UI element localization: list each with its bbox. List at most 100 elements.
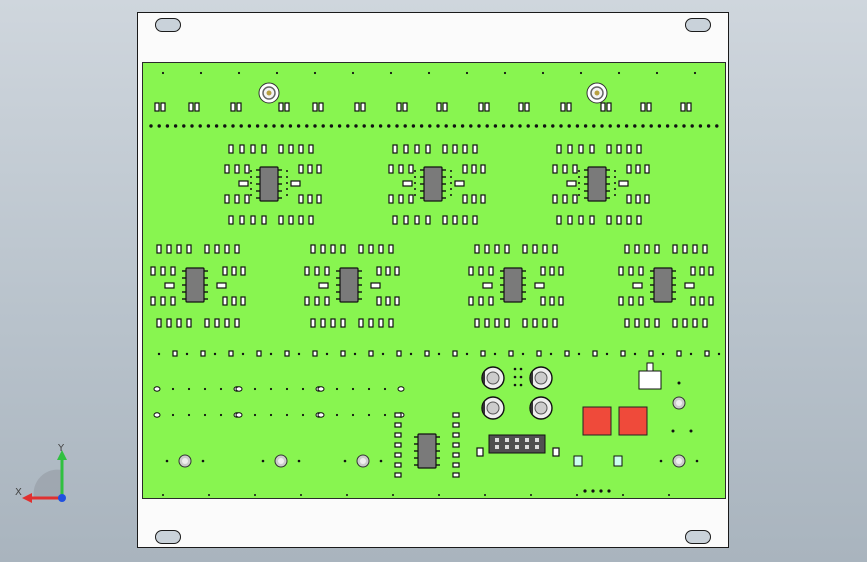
- smd-pad: [394, 296, 400, 306]
- smd-pad: [298, 215, 304, 225]
- smd-pad: [476, 447, 484, 457]
- via: [438, 494, 440, 496]
- via: [460, 124, 465, 128]
- via: [649, 124, 653, 128]
- via: [149, 124, 153, 128]
- smd-pad: [385, 296, 391, 306]
- smd-pad: [504, 318, 510, 328]
- smd-pad: [452, 144, 458, 154]
- smd-pad: [388, 164, 394, 174]
- small-resistor: [256, 350, 262, 357]
- pcb-board[interactable]: [142, 62, 726, 499]
- smd-pad: [480, 164, 486, 174]
- smd-pad: [618, 180, 629, 187]
- via: [674, 124, 678, 128]
- via: [578, 188, 580, 190]
- smd-pad: [160, 266, 166, 276]
- via: [477, 124, 481, 128]
- via: [689, 429, 693, 433]
- smd-pad: [385, 266, 391, 276]
- via: [578, 194, 580, 196]
- smd-pad: [166, 318, 172, 328]
- small-resistor: [284, 350, 290, 357]
- smd-pad: [488, 296, 494, 306]
- smd-pad: [224, 318, 230, 328]
- smd-pad: [156, 244, 162, 254]
- via: [383, 387, 387, 391]
- smd-pad: [394, 432, 402, 438]
- top-resistor: [484, 102, 490, 112]
- power-header-connector: [488, 434, 546, 454]
- top-resistor: [566, 102, 572, 112]
- via: [201, 459, 205, 463]
- via: [503, 71, 507, 75]
- smd-pad: [244, 164, 250, 174]
- via: [381, 352, 385, 356]
- smd-pad: [690, 296, 696, 306]
- smd-pad: [234, 244, 240, 254]
- smd-pad: [442, 215, 448, 225]
- via: [526, 124, 530, 128]
- smd-pad: [324, 296, 330, 306]
- smd-pad: [616, 215, 622, 225]
- top-resistor: [160, 102, 166, 112]
- via: [250, 188, 252, 190]
- voltage-regulator: [638, 370, 662, 390]
- smd-pad: [250, 215, 256, 225]
- smd-pad: [261, 215, 267, 225]
- via: [567, 124, 571, 128]
- via: [162, 494, 164, 496]
- smd-pad: [239, 144, 245, 154]
- via: [353, 352, 357, 356]
- smd-pad: [472, 144, 478, 154]
- via: [157, 124, 161, 128]
- smd-pad: [307, 164, 313, 174]
- smd-pad: [589, 144, 595, 154]
- small-resistor: [340, 350, 346, 357]
- mounting-slot-bottom-right: [685, 530, 711, 544]
- via: [414, 194, 416, 196]
- smd-pad: [692, 244, 698, 254]
- smd-pad: [314, 296, 320, 306]
- via: [600, 124, 604, 128]
- smd-pad: [176, 318, 182, 328]
- opamp-ic: [653, 267, 673, 303]
- via: [285, 387, 289, 391]
- smd-pad: [231, 296, 237, 306]
- smd-pad: [224, 164, 230, 174]
- via: [219, 413, 223, 417]
- smd-pad: [644, 194, 650, 204]
- smd-pad: [288, 215, 294, 225]
- via: [519, 383, 523, 387]
- smd-pad: [204, 318, 210, 328]
- smd-pad: [368, 318, 374, 328]
- top-resistor: [188, 102, 194, 112]
- opamp-ic: [339, 267, 359, 303]
- smd-pad: [616, 144, 622, 154]
- via: [583, 489, 587, 493]
- via: [411, 124, 416, 128]
- via: [173, 124, 178, 128]
- smd-pad: [618, 266, 624, 276]
- smd-pad: [478, 296, 484, 306]
- smd-pad: [562, 164, 568, 174]
- smd-pad: [320, 318, 326, 328]
- smd-pad: [240, 266, 246, 276]
- mounting-slot-bottom-left: [155, 530, 181, 544]
- via: [203, 387, 207, 391]
- small-resistor: [312, 350, 318, 357]
- via: [285, 413, 289, 417]
- smd-pad: [304, 266, 310, 276]
- via: [367, 387, 371, 391]
- via: [715, 124, 719, 128]
- via: [389, 71, 393, 75]
- small-resistor: [508, 350, 514, 357]
- via: [661, 352, 665, 356]
- opamp-ic: [423, 166, 443, 202]
- via: [450, 188, 452, 190]
- top-resistor: [278, 102, 284, 112]
- via: [241, 352, 245, 356]
- axis-triad-icon: Y X: [14, 440, 76, 510]
- smd-pad: [638, 296, 644, 306]
